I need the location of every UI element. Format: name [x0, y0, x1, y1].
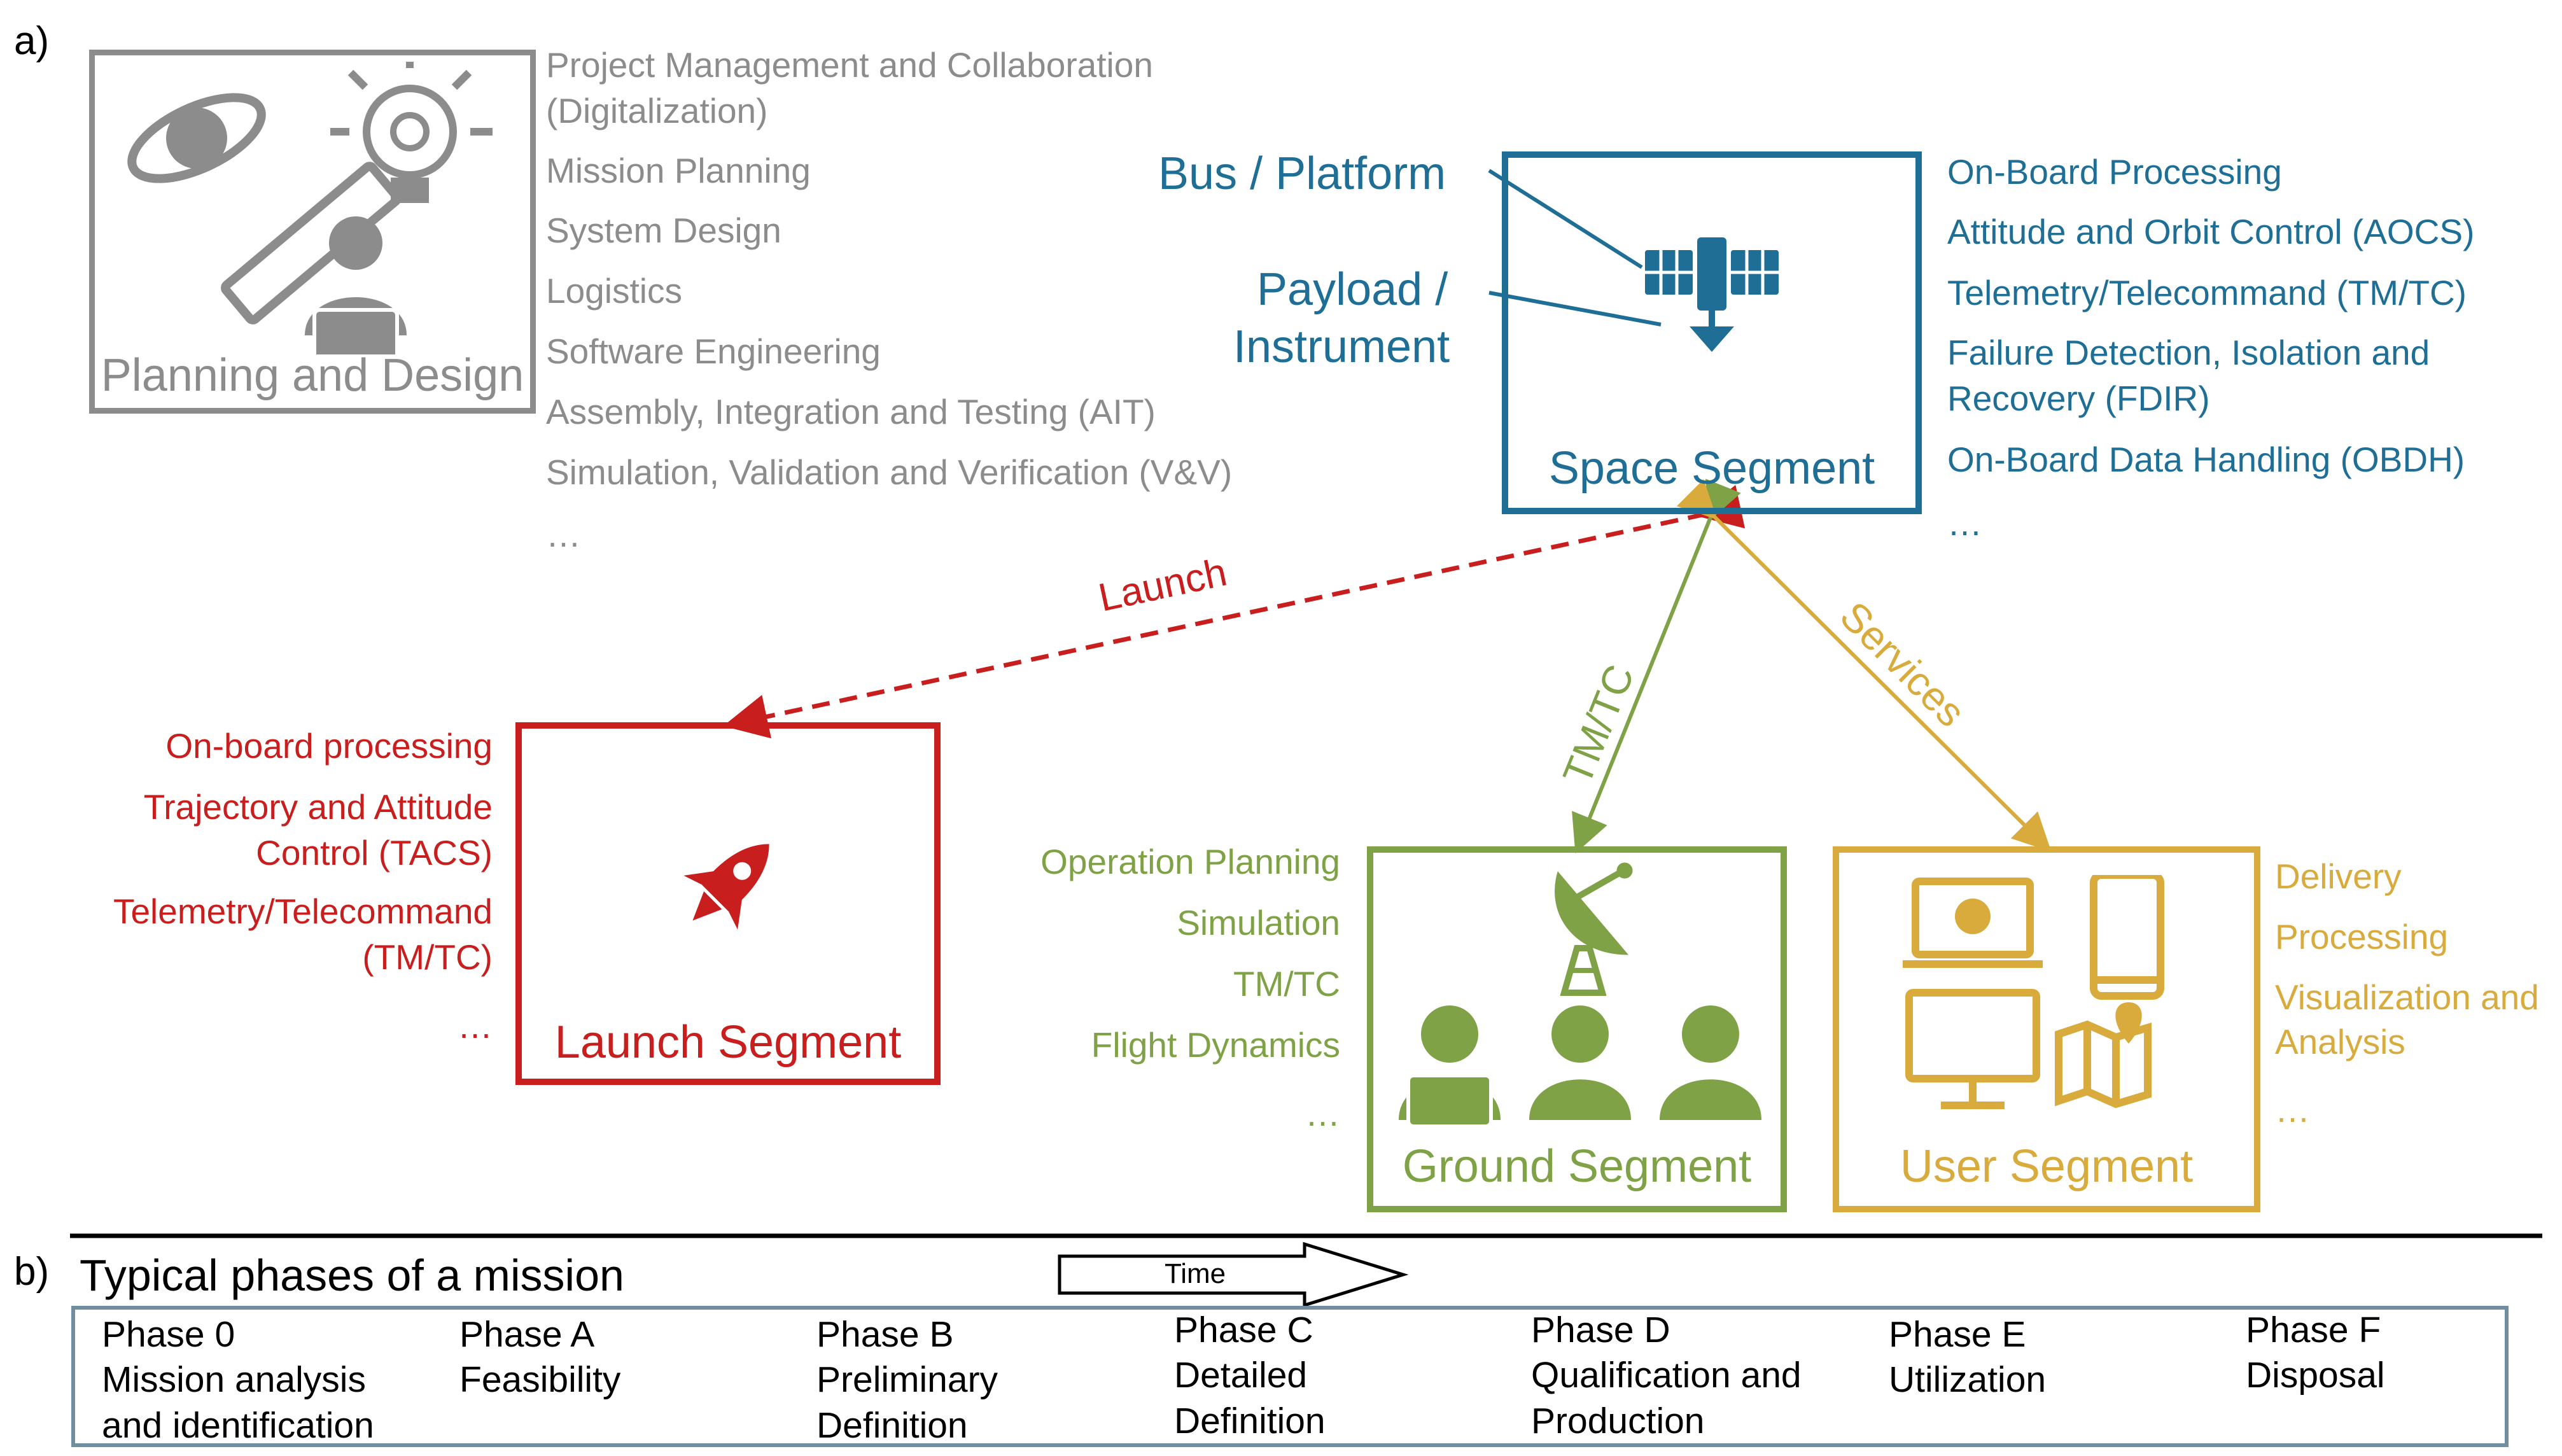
list-item: On-Board Data Handling (OBDH)	[1947, 440, 2465, 479]
lightbulb-gear-icon	[330, 62, 493, 203]
list-item: Project Management and Collaboration	[546, 45, 1153, 85]
list-item: Logistics	[546, 271, 682, 311]
phase-name: Phase E	[1889, 1314, 2026, 1355]
list-item: Telemetry/Telecommand (TM/TC)	[1947, 273, 2467, 312]
payload-label-line2: Instrument	[1233, 321, 1450, 372]
developer-icon	[1399, 1005, 1501, 1126]
ground-segment-label: Ground Segment	[1402, 1141, 1752, 1192]
list-item: Delivery	[2275, 857, 2402, 896]
list-item: Analysis	[2275, 1022, 2405, 1061]
phase-desc: Disposal	[2246, 1355, 2385, 1396]
payload-label-line1: Payload /	[1257, 264, 1448, 315]
developer-icon	[305, 216, 407, 354]
launch-arrow	[723, 484, 1746, 739]
phase-desc: Feasibility	[459, 1359, 621, 1401]
space-segment-label: Space Segment	[1548, 443, 1875, 494]
user-icons	[1903, 875, 2164, 1109]
phase-desc: Detailed	[1174, 1355, 1308, 1396]
phase-desc: and identification	[102, 1404, 374, 1446]
services-arrow	[1676, 479, 2052, 852]
monitor-icon	[1905, 989, 2040, 1109]
phase-name: Phase F	[2246, 1310, 2381, 1350]
launch-segment-label: Launch Segment	[554, 1017, 902, 1068]
phase-item: Phase E Utilization	[1889, 1312, 2046, 1403]
part-a-label: a)	[14, 19, 50, 63]
planet-icon	[127, 93, 266, 183]
list-item: Attitude and Orbit Control (AOCS)	[1947, 212, 2475, 251]
phases-box	[71, 1306, 2509, 1447]
phase-desc: Definition	[816, 1404, 968, 1446]
list-item: …	[1305, 1094, 1340, 1133]
dish-antenna-icon	[1555, 862, 1633, 996]
list-item: Assembly, Integration and Testing (AIT)	[546, 392, 1156, 431]
list-item: Failure Detection, Isolation and	[1947, 333, 2430, 372]
phases-title: Typical phases of a mission	[80, 1250, 624, 1300]
planning-icons	[127, 62, 493, 354]
list-item: (TM/TC)	[362, 937, 493, 977]
list-item: Simulation	[1177, 903, 1340, 942]
person-icon	[1660, 1005, 1761, 1120]
list-item: …	[458, 1006, 493, 1046]
rocket-icon	[683, 844, 769, 930]
list-item: …	[546, 515, 581, 554]
satellite-icon	[1645, 237, 1779, 352]
map-pin-icon	[2055, 1002, 2152, 1109]
phase-name: Phase D	[1531, 1310, 1670, 1350]
part-b-label: b)	[14, 1250, 50, 1294]
phase-name: Phase C	[1174, 1310, 1313, 1350]
person-icon	[1529, 1005, 1631, 1120]
bus-platform-label: Bus / Platform	[1158, 148, 1446, 199]
phase-desc: Definition	[1174, 1400, 1326, 1441]
list-item: TM/TC	[1233, 964, 1340, 1004]
list-item: …	[2275, 1090, 2310, 1130]
planning-design-label: Planning and Design	[101, 350, 524, 401]
list-item: Visualization and	[2275, 977, 2539, 1017]
list-item: Software Engineering	[546, 332, 881, 371]
phase-name: Phase 0	[102, 1314, 235, 1355]
payload-leader-line	[1488, 291, 1662, 326]
list-item: Processing	[2275, 917, 2449, 956]
phase-name: Phase A	[459, 1314, 595, 1355]
phase-name: Phase B	[816, 1314, 954, 1355]
list-item: …	[1947, 503, 1982, 543]
phase-item: Phase 0 Mission analysis and identificat…	[102, 1312, 374, 1448]
smartphone-icon	[2090, 875, 2164, 1000]
list-item: Telemetry/Telecommand	[113, 892, 493, 931]
list-item: On-Board Processing	[1947, 152, 2282, 192]
list-item: (Digitalization)	[546, 91, 768, 130]
list-item: Flight Dynamics	[1091, 1025, 1340, 1065]
phase-item: Phase B Preliminary Definition	[816, 1312, 998, 1448]
user-segment-label: User Segment	[1900, 1141, 2194, 1192]
list-item: System Design	[546, 211, 781, 250]
phase-item: Phase A Feasibility	[459, 1312, 620, 1403]
ruler-icon	[221, 162, 402, 325]
launch-segment-box: Launch Segment	[515, 722, 941, 1085]
phase-desc: Preliminary	[816, 1359, 998, 1401]
list-item: Simulation, Validation and Verification …	[546, 452, 1233, 492]
laptop-globe-icon	[1903, 878, 2043, 968]
ground-icons	[1399, 862, 1761, 1126]
list-item: Mission Planning	[546, 151, 811, 190]
phase-item: Phase F Disposal	[2246, 1308, 2385, 1399]
phase-item: Phase C Detailed Definition	[1174, 1308, 1326, 1444]
phase-desc: Utilization	[1889, 1359, 2047, 1401]
phase-desc: Qualification and	[1531, 1355, 1802, 1396]
bus-leader-line	[1488, 169, 1643, 269]
list-item: Operation Planning	[1040, 842, 1340, 881]
ground-segment-box: Ground Segment	[1367, 846, 1787, 1212]
list-item: Trajectory and Attitude	[143, 787, 493, 827]
phase-desc: Mission analysis	[102, 1359, 366, 1401]
list-item: On-board processing	[165, 726, 493, 766]
planning-design-box: Planning and Design	[89, 50, 536, 414]
list-item: Control (TACS)	[256, 833, 493, 872]
space-segment-box: Space Segment	[1502, 151, 1922, 514]
phase-desc: Production	[1531, 1400, 1705, 1441]
list-item: Recovery (FDIR)	[1947, 379, 2210, 418]
user-segment-box: User Segment	[1833, 846, 2260, 1212]
phase-item: Phase D Qualification and Production	[1531, 1308, 1802, 1444]
time-arrow	[1058, 1242, 1409, 1308]
time-arrow-label: Time	[1165, 1258, 1226, 1289]
